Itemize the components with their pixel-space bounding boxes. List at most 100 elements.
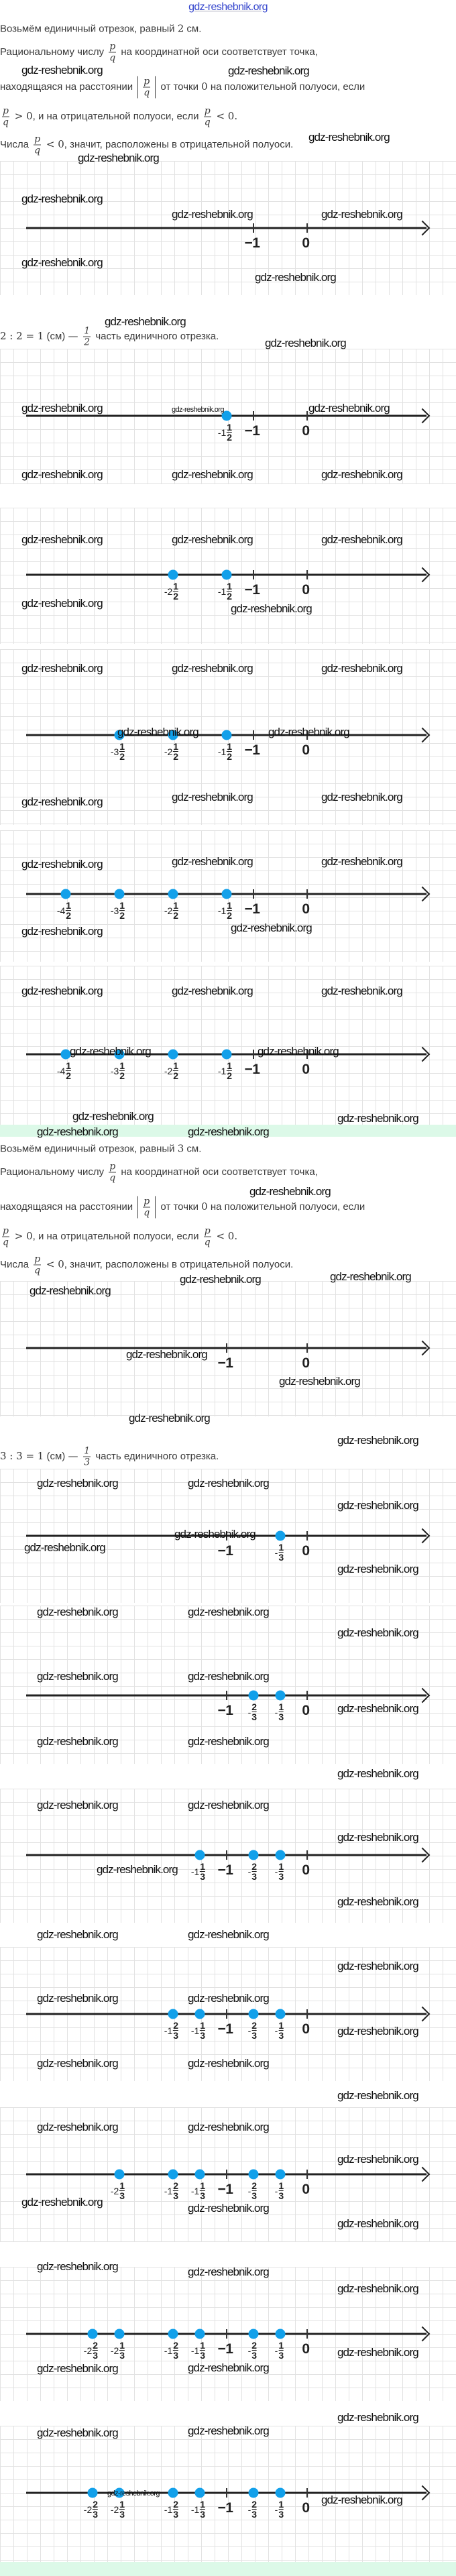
watermark: gdz-reshebnik.org <box>337 1767 419 1780</box>
watermark: gdz-reshebnik.org <box>21 64 103 76</box>
number-line-panel <box>0 1606 456 1764</box>
tick-label: −1 <box>217 1355 233 1371</box>
text-segment: на положительной полуоси, если <box>207 1200 365 1213</box>
numerator: 2 <box>251 2180 258 2191</box>
denominator: 2 <box>173 751 179 762</box>
point-label-whole: - <box>247 1866 251 1877</box>
watermark: gdz-reshebnik.org <box>255 271 337 284</box>
watermark: gdz-reshebnik.org <box>37 1992 119 2005</box>
point-label-whole: -1 <box>190 2504 200 2515</box>
watermark: gdz-reshebnik.org <box>37 1799 119 1811</box>
denominator: 3 <box>200 2509 206 2520</box>
denominator: 3 <box>251 2030 258 2041</box>
watermark: gdz-reshebnik.org <box>37 1606 119 1618</box>
point-marker <box>114 1049 125 1060</box>
watermark: gdz-reshebnik.org <box>21 597 103 610</box>
tick-label: 0 <box>302 423 310 439</box>
text-segment: на координатной оси соответствует точка, <box>118 1166 318 1178</box>
denominator: q <box>144 1207 150 1219</box>
text-segment: , и на отрицательной полуоси, если <box>32 1230 202 1242</box>
point-label-whole: -1 <box>164 2504 173 2515</box>
point-marker <box>194 2329 205 2339</box>
denominator: q <box>204 117 211 128</box>
watermark: gdz-reshebnik.org <box>188 1928 270 1941</box>
numerator: 1 <box>83 1445 91 1457</box>
axis-tick <box>306 1691 308 1700</box>
watermark: gdz-reshebnik.org <box>321 208 403 221</box>
numerator: p <box>203 105 211 117</box>
watermark: gdz-reshebnik.org <box>188 1477 270 1490</box>
math-segment: < 0. <box>213 1229 238 1242</box>
denominator: 3 <box>278 1552 284 1563</box>
watermark: gdz-reshebnik.org <box>37 1735 119 1748</box>
denominator: 2 <box>66 910 72 921</box>
point-marker <box>168 730 178 740</box>
denominator: q <box>3 1237 9 1248</box>
watermark: gdz-reshebnik.org <box>188 2424 270 2437</box>
axis-tick <box>306 1850 308 1860</box>
point-label-whole: - <box>274 1866 278 1877</box>
watermark: gdz-reshebnik.org <box>279 1375 361 1388</box>
point-label-whole: -2 <box>164 746 173 757</box>
numerator: 1 <box>278 2180 284 2191</box>
tick-label: −1 <box>217 1862 233 1878</box>
math-segment: 2 <box>177 22 184 35</box>
text-segment: (см) <box>44 1450 68 1462</box>
point-marker <box>168 2009 178 2019</box>
watermark: gdz-reshebnik.org <box>129 1412 211 1424</box>
denominator: 3 <box>251 2509 258 2520</box>
watermark: gdz-reshebnik.org <box>37 2426 119 2439</box>
watermark: gdz-reshebnik.org <box>321 662 403 675</box>
section-separator <box>0 1125 456 1137</box>
point-label-whole: - <box>247 2025 251 2036</box>
watermark: gdz-reshebnik.org <box>321 855 403 868</box>
denominator: q <box>109 52 116 64</box>
numerator: 1 <box>119 741 125 752</box>
watermark: gdz-reshebnik.org <box>337 2282 419 2295</box>
watermark: gdz-reshebnik.org <box>174 1528 256 1541</box>
watermark: gdz-reshebnik.org <box>126 1348 208 1361</box>
point-marker <box>275 2009 286 2019</box>
point-label-whole: -4 <box>56 1065 66 1076</box>
denominator: 3 <box>278 2350 284 2361</box>
site-link[interactable]: gdz-reshebnik.org <box>188 1 268 13</box>
numerator: 1 <box>66 900 72 911</box>
math-segment: 0 <box>201 1200 208 1213</box>
numerator: 1 <box>278 2020 284 2031</box>
point-marker <box>275 2329 286 2339</box>
point-label-whole: - <box>247 1706 251 1718</box>
numerator: 1 <box>173 900 179 911</box>
watermark: gdz-reshebnik.org <box>21 662 103 675</box>
numerator: 1 <box>278 1701 284 1712</box>
point-marker <box>248 2487 259 2498</box>
watermark: gdz-reshebnik.org <box>337 1960 419 1972</box>
denominator: 2 <box>173 1070 179 1081</box>
numerator: p <box>34 1253 42 1266</box>
tick-label: −1 <box>217 1703 233 1718</box>
numerator: 1 <box>200 2499 206 2510</box>
numerator: p <box>2 1225 9 1237</box>
point-label-whole: -1 <box>164 2345 173 2356</box>
tick-label: 0 <box>302 2341 310 2357</box>
watermark: gdz-reshebnik.org <box>37 1670 119 1683</box>
